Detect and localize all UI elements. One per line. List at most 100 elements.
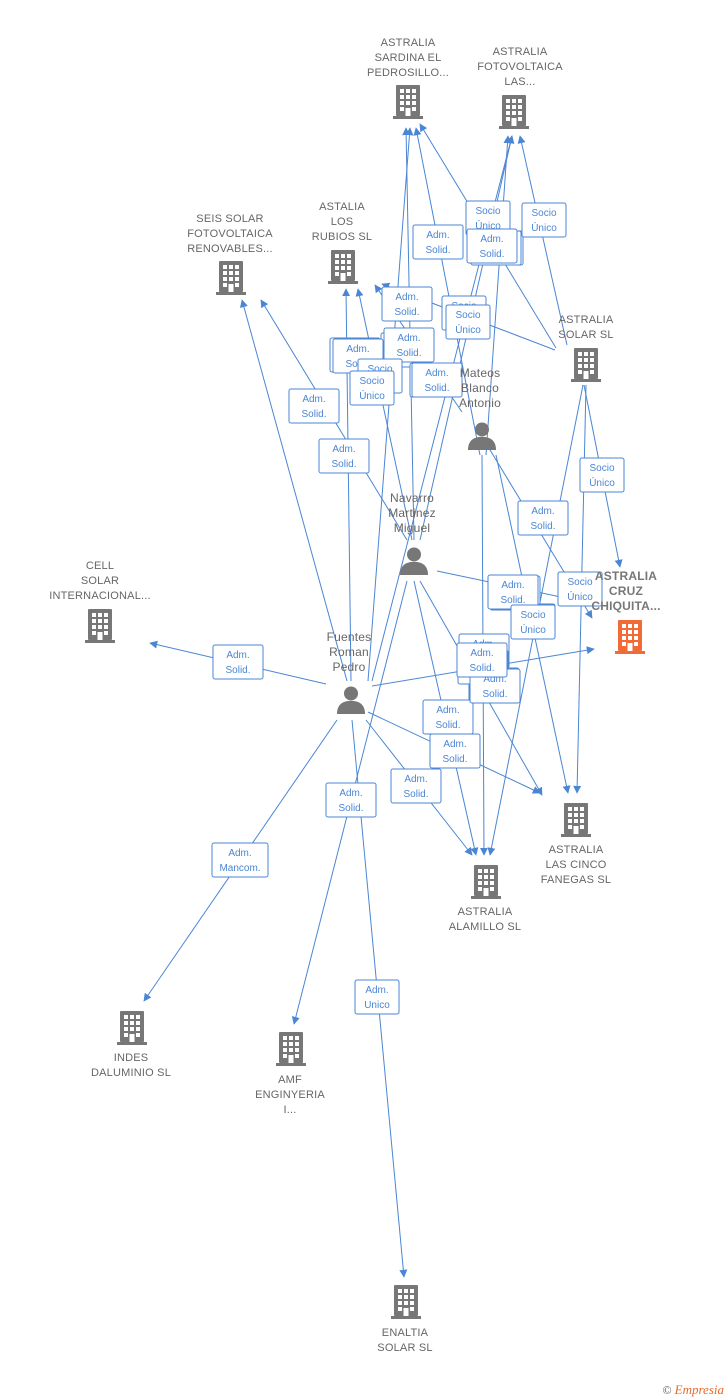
node-cell[interactable]: CELLSOLARINTERNACIONAL...: [49, 560, 151, 643]
edge-label-navarro-amf[interactable]: Adm.Solid.: [325, 782, 377, 818]
edge-label-text: Socio: [455, 310, 480, 321]
node-label-navarro: Miguel: [394, 521, 431, 535]
edge-label-box: [510, 604, 556, 640]
edge-label-text: Adm.: [228, 848, 251, 859]
footer-credit: © Empresia: [663, 1382, 724, 1398]
node-label-seis: SEIS SOLAR: [196, 213, 263, 225]
edge-label-fuentes-alamillo[interactable]: Adm.Solid.: [390, 768, 442, 804]
edge-label-text: Único: [567, 590, 593, 603]
node-label-mateos: Blanco: [461, 381, 499, 395]
edge-label-text: Único: [589, 476, 615, 489]
edge-label-navarro-seis-dup-3[interactable]: Adm.Solid.: [411, 362, 463, 398]
edge-label-text: Solid.: [403, 789, 428, 800]
node-label-mateos: Mateos: [460, 366, 501, 380]
edge-labels: Adm. Solid. Adm. Solid. Adm. Solid. Adm. Solid.…: [211, 200, 625, 1015]
node-label-amf: I...: [283, 1104, 296, 1116]
edge-label-mateos-rubios[interactable]: Adm. Solid.: [381, 286, 433, 322]
edge-label-text: Único: [455, 323, 481, 336]
empresia-brand[interactable]: Empresia: [674, 1382, 724, 1397]
edge-mateos-to-fotovoltaica[interactable]: [485, 135, 512, 456]
node-label-sardina: ASTRALIA: [381, 37, 436, 49]
edge-label-text: Solid.: [331, 459, 356, 470]
node-label-fuentes: Roman: [329, 645, 369, 659]
edge-navarro-to-rubios[interactable]: [355, 288, 413, 541]
edge-label-box: [288, 388, 340, 424]
node-label-alamillo: ASTRALIA: [458, 906, 513, 918]
edge-label-text: Socio: [567, 577, 592, 588]
edge-label-box: [381, 286, 433, 322]
edge-label-text: Solid.: [225, 665, 250, 676]
edge-label-navarro-cruz[interactable]: Adm.Solid.: [487, 574, 539, 610]
edge-label-fuentes-fotovoltaica[interactable]: Adm.Solid.: [466, 228, 518, 264]
edge-label-text: Solid.: [442, 754, 467, 765]
edge-label-fuentes-cell[interactable]: Adm. Solid.: [212, 644, 264, 680]
node-amf[interactable]: AMFENGINYERIAI...: [255, 1032, 325, 1116]
edge-label-text: Adm.: [397, 333, 420, 344]
building-icon: [216, 261, 246, 295]
edge-label-text: Adm.: [395, 292, 418, 303]
edge-label-text: Socio: [367, 364, 392, 375]
person-icon: [400, 547, 428, 575]
node-label-amf: AMF: [278, 1074, 302, 1086]
edge-label-box: [456, 642, 508, 678]
edge-label-fuentes-cinco[interactable]: Adm.Solid.: [429, 733, 481, 769]
building-icon: [391, 1285, 421, 1319]
edge-label-box: [466, 228, 518, 264]
edge-label-box: [383, 327, 435, 363]
node-seis[interactable]: SEIS SOLARFOTOVOLTAICARENOVABLES...: [187, 213, 273, 295]
building-icon: [499, 95, 529, 129]
edge-label-navarro-seis[interactable]: Adm.Solid.: [288, 388, 340, 424]
edge-label-text: Solid.: [338, 803, 363, 814]
building-icon: [276, 1032, 306, 1066]
edge-label-navarro-alamillo[interactable]: Adm.Solid.: [422, 699, 474, 735]
edge-solar-to-fotovoltaica[interactable]: [517, 135, 568, 346]
edge-label-text: Solid.: [394, 307, 419, 318]
edge-label-mateos-sardina[interactable]: Adm.Solid.: [412, 224, 464, 260]
edge-label-mateos-cinco[interactable]: Adm.Solid.: [517, 500, 569, 536]
edge-label-fuentes-seis[interactable]: Adm.Solid.: [318, 438, 370, 474]
edge-label-text: Solid.: [425, 245, 450, 256]
edge-label-text: Adm.: [501, 580, 524, 591]
edge-mateos-to-sardina[interactable]: [413, 127, 481, 456]
edge-label-text: Adm.: [226, 650, 249, 661]
node-label-fuentes: Pedro: [332, 660, 365, 674]
node-label-rubios: RUBIOS SL: [312, 231, 373, 243]
node-label-enaltia: SOLAR SL: [377, 1342, 432, 1354]
building-icon: [117, 1011, 147, 1045]
node-label-sardina: PEDROSILLO...: [367, 67, 449, 79]
node-fotovoltaica[interactable]: ASTRALIAFOTOVOLTAICALAS...: [477, 46, 563, 129]
edge-label-text: Solid.: [482, 689, 507, 700]
edge-label-fuentes-enaltia[interactable]: Adm.Unico: [354, 979, 400, 1015]
edge-fuentes-to-seis[interactable]: [240, 299, 348, 682]
person-icon: [337, 686, 365, 714]
edge-label-fuentes-indes[interactable]: Adm.Mancom.: [211, 842, 269, 878]
edge-label-text: Solid.: [301, 409, 326, 420]
node-cruz[interactable]: ASTRALIACRUZCHIQUITA...: [591, 569, 660, 654]
edge-label-navarro-rubios[interactable]: Adm.Solid.: [383, 327, 435, 363]
edge-label-text: Solid.: [530, 521, 555, 532]
building-icon: [328, 250, 358, 284]
node-label-fotovoltaica: LAS...: [504, 76, 535, 88]
edge-label-box: [349, 370, 395, 406]
edge-label-box: [354, 979, 400, 1015]
edge-label-box: [325, 782, 377, 818]
node-label-cruz: ASTRALIA: [595, 569, 657, 583]
edge-label-fuentes-cinco-dup-7[interactable]: Adm.Solid.: [456, 642, 508, 678]
